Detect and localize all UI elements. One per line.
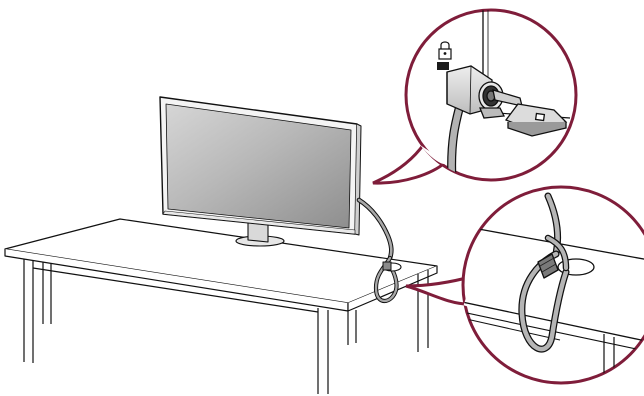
desk bbox=[5, 219, 437, 394]
desk-leg-left bbox=[24, 259, 33, 363]
monitor bbox=[160, 97, 361, 246]
desk-leg-back-right bbox=[418, 270, 428, 352]
lock-slot bbox=[437, 62, 449, 70]
callout-lock-detail bbox=[373, 0, 576, 183]
desk-leg-back-left bbox=[43, 262, 51, 324]
desk-leg-front-right bbox=[318, 308, 328, 394]
callout-cable-loop-detail bbox=[406, 187, 644, 396]
